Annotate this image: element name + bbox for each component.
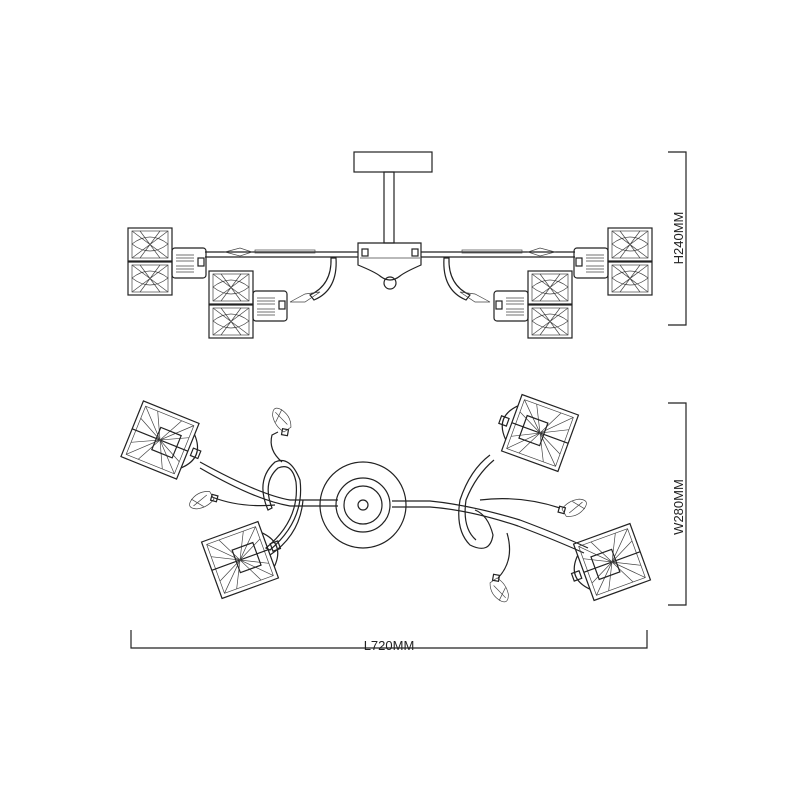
- shade-inner-left: [209, 271, 287, 338]
- bulb-1: [268, 406, 295, 437]
- curved-arm-right: [443, 257, 471, 301]
- shade-outer-left: [128, 228, 206, 295]
- shade-bottom-left: [200, 516, 291, 600]
- height-label: H240MM: [671, 212, 686, 265]
- width-dimension: W280MM: [668, 402, 687, 606]
- bulb-4: [486, 573, 513, 604]
- bulb-3: [556, 493, 588, 522]
- center-canopy-plan: [319, 461, 407, 549]
- stem: [383, 171, 395, 244]
- length-dimension: L720MM: [130, 630, 648, 653]
- top-view: [120, 389, 652, 606]
- shade-outer-right: [574, 228, 652, 295]
- length-label: L720MM: [364, 638, 415, 653]
- ceiling-canopy: [353, 151, 433, 173]
- horizontal-arm: [205, 247, 575, 258]
- width-label: W280MM: [671, 479, 686, 535]
- shade-bottom-right: [561, 522, 652, 606]
- shade-top-left: [120, 400, 211, 485]
- bulb-2: [188, 486, 220, 515]
- center-body: [357, 242, 422, 290]
- shade-inner-right: [494, 271, 572, 338]
- side-view: [128, 151, 652, 338]
- height-dimension: H240MM: [668, 151, 687, 326]
- curved-arm-left: [309, 257, 337, 301]
- finial: [383, 276, 397, 290]
- shade-top-right: [489, 389, 580, 473]
